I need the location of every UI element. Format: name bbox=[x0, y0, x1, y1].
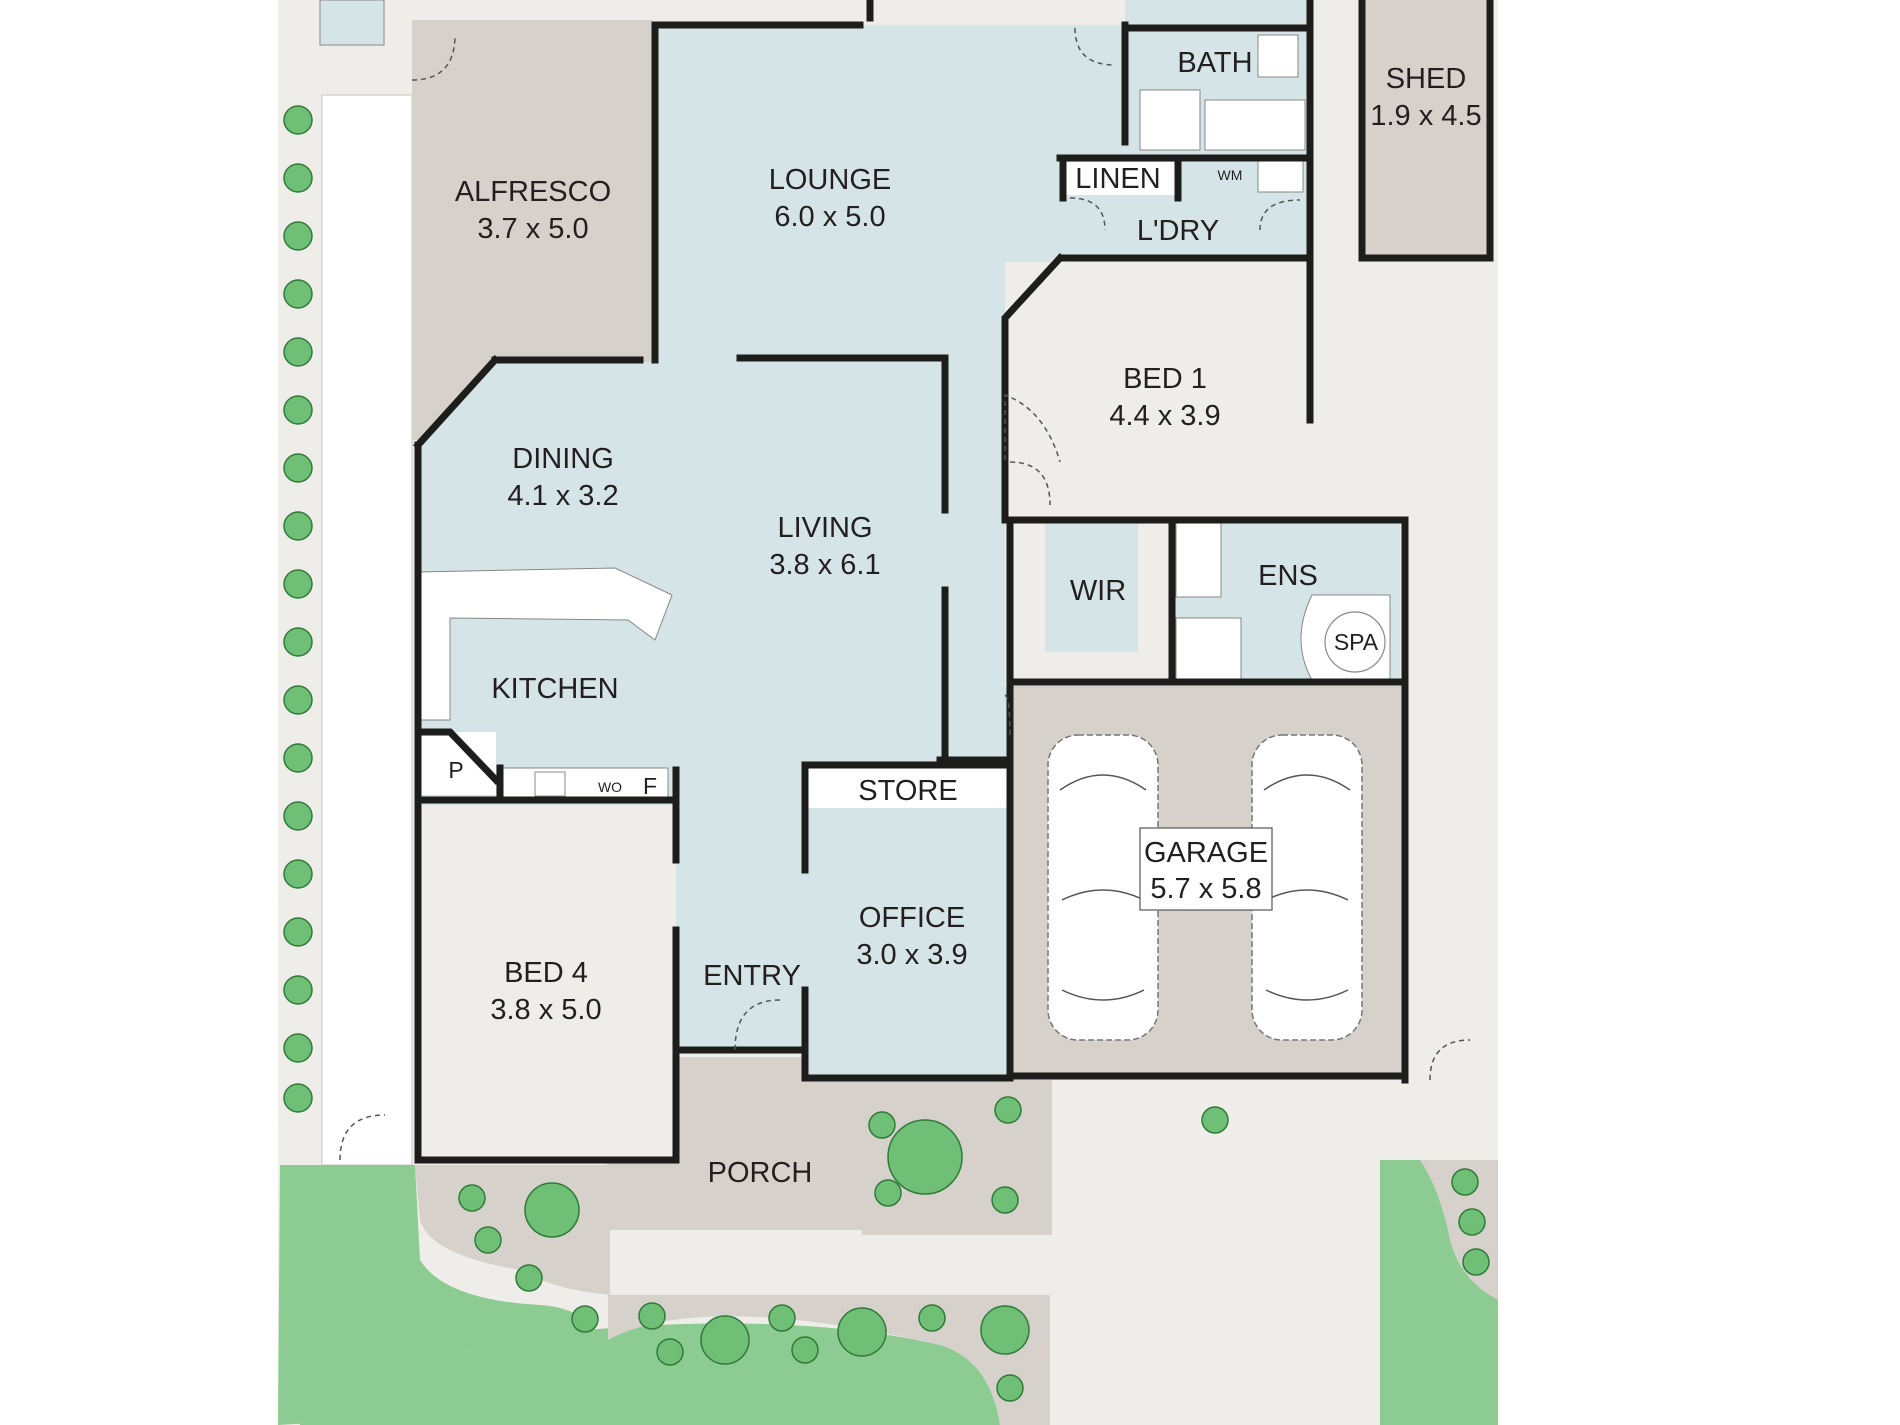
bath-shower bbox=[1139, 89, 1201, 151]
alfresco-name: ALFRESCO bbox=[455, 176, 611, 208]
top-bench bbox=[319, 0, 385, 46]
laundry-name: L'DRY bbox=[1137, 215, 1219, 247]
wir-name: WIR bbox=[1070, 575, 1126, 607]
lounge-size: 6.0 x 5.0 bbox=[774, 201, 885, 233]
office-size: 3.0 x 3.9 bbox=[856, 939, 967, 971]
office-name: OFFICE bbox=[859, 902, 965, 934]
bath-name: BATH bbox=[1177, 47, 1252, 79]
bath-tub bbox=[1204, 99, 1306, 151]
lounge-name: LOUNGE bbox=[769, 164, 891, 196]
ens-vanity bbox=[1175, 521, 1222, 598]
store-name: STORE bbox=[858, 775, 957, 807]
front-lawn-lower bbox=[300, 1323, 1000, 1425]
shed-size: 1.9 x 4.5 bbox=[1370, 100, 1481, 132]
fridge-label: F bbox=[643, 773, 657, 799]
hedge-left bbox=[283, 105, 313, 1113]
door-swings bbox=[339, 27, 1471, 1161]
spa-basin bbox=[1324, 611, 1386, 673]
side-path bbox=[321, 94, 413, 1166]
entry-name: ENTRY bbox=[703, 960, 801, 992]
living-name: LIVING bbox=[777, 512, 872, 544]
garden-shrubs bbox=[458, 1096, 1490, 1402]
shed-area bbox=[1360, 0, 1490, 258]
alfresco-size: 3.7 x 5.0 bbox=[477, 213, 588, 245]
laundry-trough bbox=[1257, 159, 1304, 193]
room-labels: ALFRESCO 3.7 x 5.0 LOUNGE 6.0 x 5.0 BATH… bbox=[448, 47, 1481, 1189]
garage-label-box bbox=[1139, 827, 1273, 911]
garage-size: 5.7 x 5.8 bbox=[1150, 873, 1261, 905]
shed-name: SHED bbox=[1386, 63, 1467, 95]
wir-inner bbox=[1045, 522, 1138, 652]
driveway bbox=[1050, 1080, 1380, 1425]
dining-name: DINING bbox=[512, 443, 614, 475]
porch-name: PORCH bbox=[708, 1157, 813, 1189]
dining-size: 4.1 x 3.2 bbox=[507, 480, 618, 512]
living-size: 3.8 x 6.1 bbox=[769, 549, 880, 581]
kitchen-bench bbox=[417, 567, 673, 721]
pantry-label: P bbox=[448, 757, 463, 783]
bed1-name: BED 1 bbox=[1123, 363, 1207, 395]
bath-vanity bbox=[1257, 34, 1299, 78]
walls bbox=[413, 0, 1494, 1164]
bed1-size: 4.4 x 3.9 bbox=[1109, 400, 1220, 432]
kitchen-name: KITCHEN bbox=[491, 673, 618, 705]
bed4-name: BED 4 bbox=[504, 957, 588, 989]
laundry-wm: WM bbox=[1218, 167, 1243, 183]
linen-name: LINEN bbox=[1075, 163, 1160, 195]
bed1-floor bbox=[1005, 262, 1310, 512]
oven-label: WO bbox=[598, 779, 622, 795]
spa-label: SPA bbox=[1334, 629, 1379, 655]
ens-shower bbox=[1175, 617, 1242, 681]
bed4-size: 3.8 x 5.0 bbox=[490, 994, 601, 1026]
linen-floor bbox=[1063, 162, 1176, 195]
store-floor bbox=[808, 768, 1008, 808]
bed4-floor bbox=[418, 805, 676, 1157]
stove bbox=[534, 771, 566, 797]
garage-name: GARAGE bbox=[1144, 837, 1268, 869]
ens-name: ENS bbox=[1258, 560, 1318, 592]
